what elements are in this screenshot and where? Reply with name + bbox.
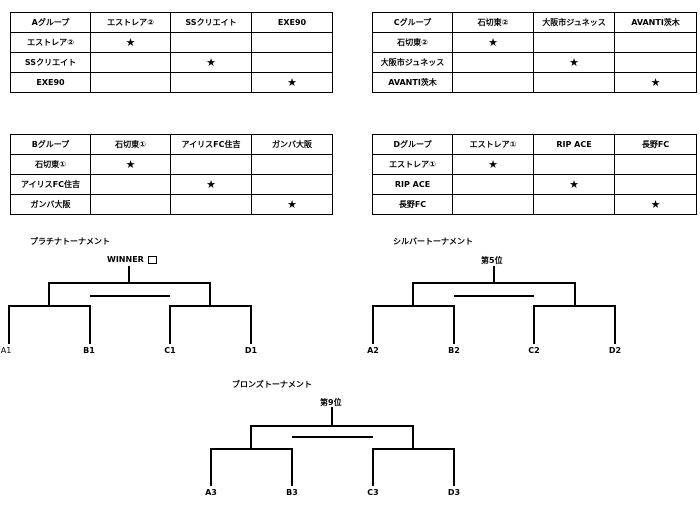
- silver-team-c2: C2: [528, 346, 540, 355]
- group-row: ガンバ大阪★: [10, 194, 333, 215]
- result-cell: ★: [614, 72, 697, 93]
- group-row: 石切東②★: [372, 32, 697, 53]
- result-cell: ★: [251, 194, 333, 215]
- result-cell: ★: [251, 72, 333, 93]
- silver-team-d2: D2: [608, 346, 622, 355]
- bronze-top-label: 第9位: [320, 398, 342, 407]
- silver-team-b2: B2: [448, 346, 460, 355]
- group-row: アイリスFC住吉★: [10, 174, 333, 195]
- bronze-team-b3: B3: [286, 488, 298, 497]
- result-cell: ★: [614, 194, 697, 215]
- group-row: EXE90★: [10, 72, 333, 93]
- silver-bracket-lines: [372, 266, 616, 344]
- bronze-team-c3: C3: [367, 488, 379, 497]
- platinum-team-a1: A1: [0, 346, 12, 355]
- bronze-tournament-title: ブロンズトーナメント: [232, 380, 312, 389]
- platinum-bracket-lines: [8, 266, 252, 344]
- platinum-top-label: WINNER: [107, 255, 157, 264]
- platinum-top-label-text: WINNER: [107, 255, 144, 264]
- bronze-team-a3: A3: [205, 488, 217, 497]
- row-team-cell: 長野FC: [372, 194, 453, 215]
- platinum-team-d1: D1: [244, 346, 258, 355]
- winner-box-icon: [147, 255, 157, 264]
- silver-top-label: 第5位: [481, 256, 503, 265]
- group-row: 長野FC ★: [372, 194, 697, 215]
- silver-tournament-title: シルバートーナメント: [393, 237, 473, 246]
- platinum-team-b1: B1: [83, 346, 95, 355]
- bronze-bracket-lines: [210, 407, 455, 486]
- platinum-team-c1: C1: [164, 346, 176, 355]
- group-row: 大阪市ジュネッス★: [372, 52, 697, 73]
- bronze-team-d3: D3: [447, 488, 461, 497]
- group-row: RIP ACE★: [372, 174, 697, 195]
- platinum-tournament-title: プラチナトーナメント: [30, 237, 110, 246]
- silver-team-a2: A2: [367, 346, 379, 355]
- group-row: AVANTI茨木★: [372, 72, 697, 93]
